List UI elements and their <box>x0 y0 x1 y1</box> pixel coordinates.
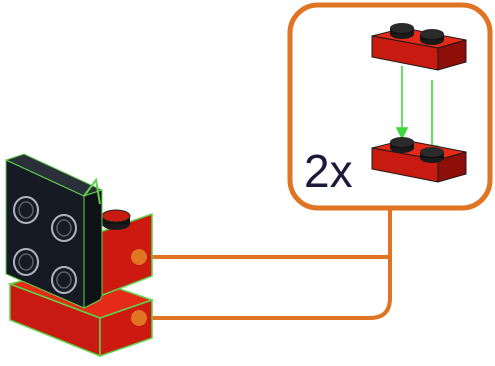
lego-plate-bottom-icon <box>371 137 467 183</box>
quantity-label: 2x <box>304 145 353 197</box>
connector-dot-upper <box>131 249 147 265</box>
connector-dot-lower <box>131 310 147 326</box>
callout-connector-lines <box>140 208 392 320</box>
lego-assembly-icon <box>4 153 155 358</box>
lego-plate-top-icon <box>371 23 467 71</box>
